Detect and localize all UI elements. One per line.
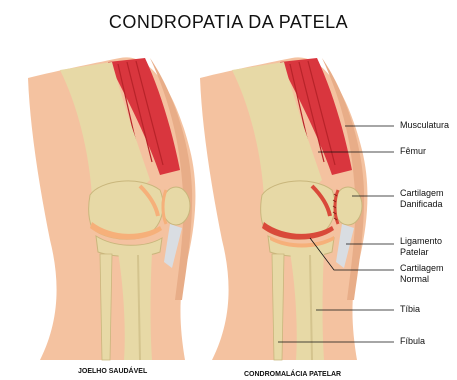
label-cartilagem-normal: Cartilagem Normal	[400, 263, 452, 285]
label-tibia: Tíbia	[400, 304, 420, 315]
disease-knee-illustration	[200, 57, 367, 360]
label-musculatura: Musculatura	[400, 120, 449, 131]
label-ligamento-patelar: Ligamento Patelar	[400, 236, 452, 258]
caption-healthy-knee: JOELHO SAUDÁVEL	[78, 368, 147, 375]
label-cartilagem-danificada: Cartilagem Danificada	[400, 188, 452, 210]
caption-chondromalacia: CONDROMALÁCIA PATELAR	[244, 371, 341, 378]
disease-fibula	[272, 254, 284, 360]
label-fibula: Fíbula	[400, 336, 425, 347]
healthy-fibula	[100, 254, 112, 360]
label-femur: Fêmur	[400, 146, 426, 157]
healthy-knee-illustration	[28, 57, 195, 360]
